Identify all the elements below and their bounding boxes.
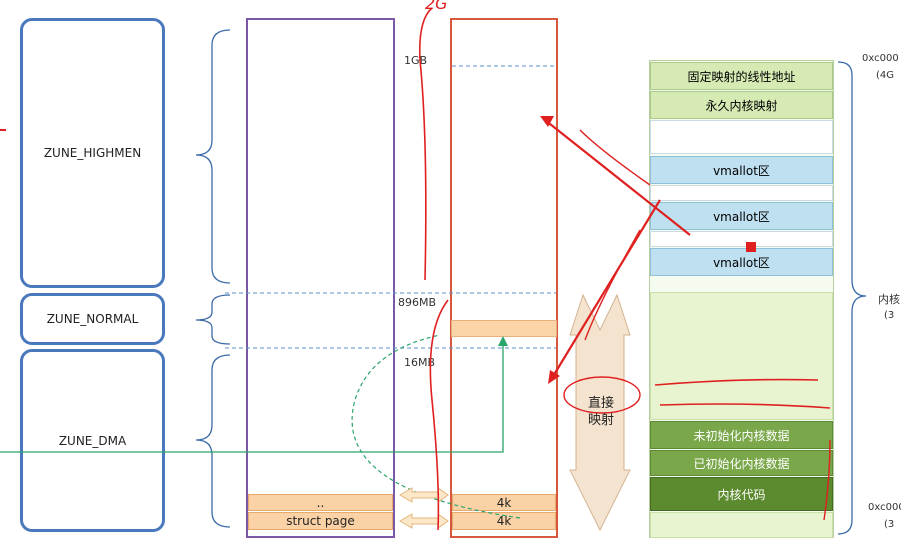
- 4k-cell-2: 4k: [452, 512, 556, 530]
- double-arrow-2: [399, 513, 449, 529]
- brace-highmem: [195, 29, 231, 284]
- fixed-map-block: 固定映射的线性地址: [650, 62, 833, 90]
- zone-normal-label: ZUNE_NORMAL: [46, 312, 139, 326]
- vmalloc-block-2: vmallot区: [650, 202, 833, 230]
- green-dashed-curve: [351, 334, 521, 519]
- gap-1: [650, 120, 833, 154]
- vmalloc-label-1: vmallot区: [713, 163, 770, 178]
- direct-map-label: 直接 映射: [587, 396, 614, 428]
- uninit-data-label: 未初始化内核数据: [693, 428, 790, 443]
- zone-normal: ZUNE_NORMAL: [20, 293, 165, 345]
- zone-highmem: ZUNE_HIGHMEN: [20, 18, 165, 288]
- fixed-map-label: 固定映射的线性地址: [687, 69, 796, 84]
- marker-1gb: 1GB: [404, 54, 428, 67]
- addr-bot: 0xc000: [868, 502, 901, 513]
- vmalloc-block-1: vmallot区: [650, 156, 833, 184]
- addr-top-sub: (4G: [876, 70, 895, 81]
- marker-16mb: 16MB: [404, 356, 436, 369]
- double-arrow-1: [399, 487, 449, 503]
- gap-2: [650, 185, 833, 201]
- highlight-bar: [451, 320, 557, 337]
- perm-map-label: 永久内核映射: [705, 98, 778, 113]
- 4k-label-2: 4k: [496, 514, 512, 528]
- perm-map-block: 永久内核映射: [650, 91, 833, 119]
- addr-top: 0xc000: [862, 53, 899, 64]
- marker-896mb: 896MB: [398, 296, 437, 309]
- bottom-green-strip: [650, 512, 833, 538]
- struct-page-label: struct page: [286, 514, 355, 528]
- struct-page-cell: struct page: [248, 512, 393, 530]
- zone-dma-label: ZUNE_DMA: [58, 433, 127, 448]
- dots-label: ..: [316, 495, 325, 510]
- physical-memory-column: [246, 18, 395, 538]
- green-pointer: [0, 340, 504, 453]
- vmalloc-label-2: vmallot区: [713, 209, 770, 224]
- mid-sub: (3: [884, 310, 895, 321]
- zone-highmem-label: ZUNE_HIGHMEN: [43, 146, 142, 160]
- zone-dma: ZUNE_DMA: [20, 349, 165, 532]
- gap-3: [650, 231, 833, 247]
- brace-right: [837, 61, 867, 535]
- brace-dma: [195, 354, 231, 528]
- vmalloc-block-3: vmallot区: [650, 248, 833, 276]
- init-data-label: 已初始化内核数据: [693, 456, 790, 471]
- dots-cell: ..: [248, 494, 393, 511]
- 4k-label-1: 4k: [496, 495, 512, 510]
- direct-map-region: [650, 292, 833, 420]
- kernel-code-label: 内核代码: [717, 487, 766, 502]
- init-data-block: 已初始化内核数据: [650, 450, 833, 476]
- brace-normal: [195, 294, 231, 345]
- uninit-data-block: 未初始化内核数据: [650, 421, 833, 449]
- mid-label: 内核: [878, 293, 900, 306]
- mem-map-column: [450, 18, 558, 538]
- 4k-cell-1: 4k: [452, 494, 556, 511]
- vmalloc-label-3: vmallot区: [713, 255, 770, 270]
- kernel-code-block: 内核代码: [650, 477, 833, 511]
- addr-bot-sub: (3: [884, 519, 895, 530]
